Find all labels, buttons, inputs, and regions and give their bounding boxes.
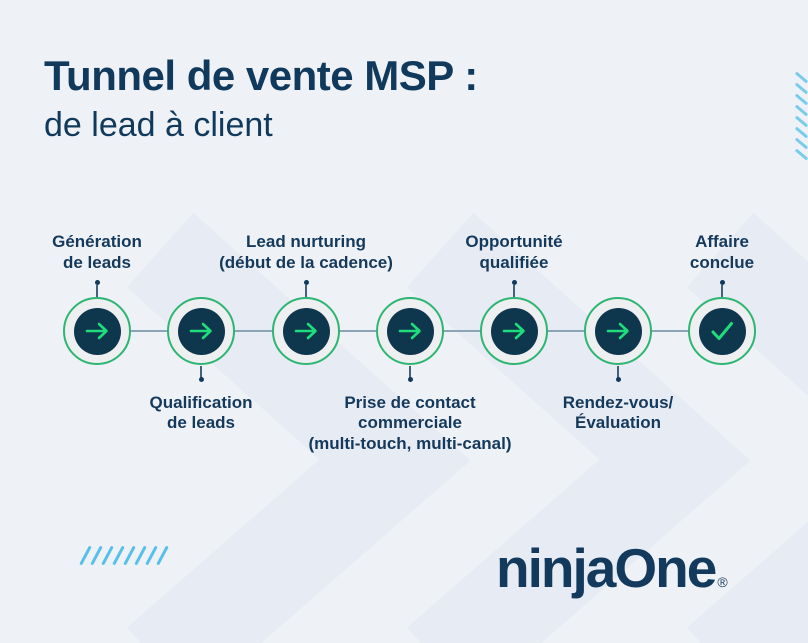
registered-trademark-symbol: ®	[717, 574, 728, 590]
timeline-node-circle	[698, 307, 746, 355]
slash-mark	[794, 126, 808, 139]
timeline-node-1	[63, 297, 131, 365]
label-stem-dot	[94, 280, 100, 285]
slash-mark	[794, 115, 808, 128]
timeline-node-circle	[386, 307, 434, 355]
label-stem	[513, 285, 515, 297]
label-line: Qualification	[149, 393, 253, 412]
timeline-label-affaire: Affaire conclue	[690, 232, 754, 273]
label-stem-dot	[511, 280, 517, 285]
arrow-right-icon	[189, 322, 212, 340]
label-line: de leads	[166, 413, 236, 433]
label-line: Opportunité	[465, 232, 563, 252]
arrow-right-icon	[85, 322, 108, 340]
timeline-label-qualification: Qualification de leads	[150, 393, 253, 434]
label-line: commerciale	[358, 413, 462, 433]
label-stem	[409, 366, 411, 378]
timeline-label-rendezvous: Rendez-vous/ Évaluation	[563, 393, 674, 434]
label-line: Génération	[52, 232, 142, 252]
label-line: Évaluation	[575, 413, 661, 433]
timeline-label-generation: Génération de leads	[52, 232, 142, 273]
label-line: Lead nurturing	[246, 232, 366, 252]
label-stem-dot	[615, 377, 621, 382]
label-stem	[305, 285, 307, 297]
timeline-node-5	[480, 297, 548, 365]
logo-text: ninjaOne	[496, 537, 717, 599]
slash-mark	[156, 545, 169, 566]
timeline-label-contact: Prise de contact commerciale (multi-touc…	[308, 393, 511, 454]
timeline-label-opportunite: Opportunité qualifiée	[465, 232, 562, 273]
timeline-node-6	[584, 297, 652, 365]
timeline-node-circle	[73, 307, 121, 355]
label-line: Affaire	[695, 232, 749, 252]
timeline-label-nurturing: Lead nurturing (début de la cadence)	[219, 232, 393, 273]
slash-mark	[794, 104, 808, 117]
label-line: Prise de contact	[344, 393, 476, 412]
label-stem	[96, 285, 98, 297]
timeline-node-circle	[282, 307, 330, 355]
slash-mark	[794, 82, 808, 95]
timeline-node-circle	[594, 307, 642, 355]
timeline-node-circle	[177, 307, 225, 355]
label-stem-dot	[198, 377, 204, 382]
ninjaone-logo: ninjaOne®	[496, 536, 728, 600]
label-stem-dot	[719, 280, 725, 285]
label-stem-dot	[303, 280, 309, 285]
timeline-node-circle	[490, 307, 538, 355]
label-line: de leads	[62, 252, 132, 272]
label-stem	[200, 366, 202, 378]
label-stem-dot	[407, 377, 413, 382]
check-icon	[711, 322, 733, 340]
label-line: (multi-touch, multi-canal)	[308, 433, 512, 453]
timeline-node-7	[688, 297, 756, 365]
label-line: (début de la cadence)	[219, 252, 393, 272]
hash-marks-bottom-left	[79, 545, 172, 566]
label-line: conclue	[689, 252, 755, 272]
label-line: Rendez-vous/	[562, 393, 674, 412]
label-stem	[617, 366, 619, 378]
timeline-node-2	[167, 297, 235, 365]
slash-mark	[794, 137, 808, 150]
page-subtitle: de lead à client	[44, 106, 273, 144]
arrow-right-icon	[606, 322, 629, 340]
arrow-right-icon	[398, 322, 421, 340]
arrow-right-icon	[502, 322, 525, 340]
hash-marks-top-right	[794, 71, 808, 164]
arrow-right-icon	[294, 322, 317, 340]
page-title: Tunnel de vente MSP :	[44, 52, 478, 99]
timeline-node-4	[376, 297, 444, 365]
slash-mark	[794, 93, 808, 106]
label-line: qualifiée	[479, 252, 549, 272]
timeline-node-3	[272, 297, 340, 365]
slash-mark	[794, 148, 808, 161]
label-stem	[721, 285, 723, 297]
